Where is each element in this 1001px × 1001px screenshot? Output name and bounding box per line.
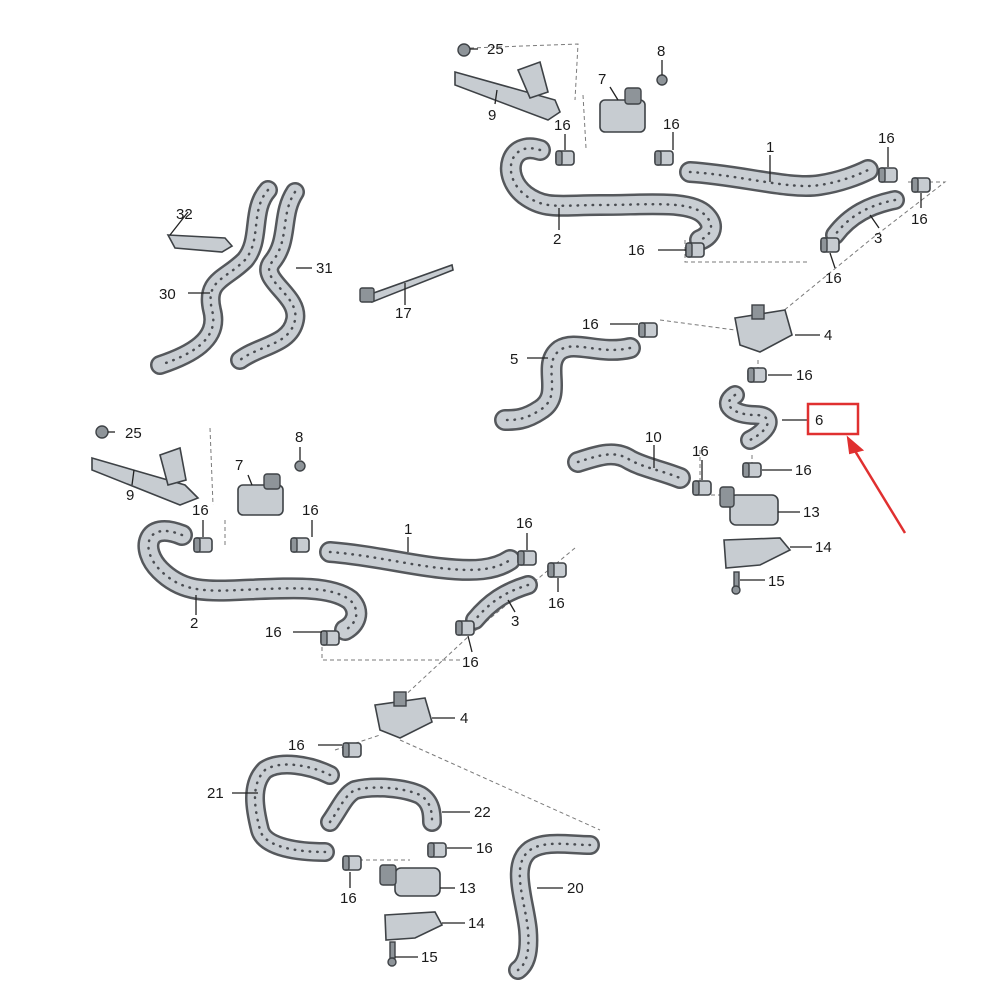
hose-20 — [508, 833, 600, 980]
label-4: 4 — [824, 327, 832, 344]
label-2: 2 — [553, 231, 561, 248]
cable-tie-17 — [359, 263, 454, 303]
label-16: 16 — [288, 737, 305, 754]
hose-1-lower — [319, 541, 521, 581]
label-5: 5 — [510, 351, 518, 368]
label-9: 9 — [126, 487, 134, 504]
parts — [91, 43, 793, 967]
label-7: 7 — [598, 71, 606, 88]
label-16: 16 — [878, 130, 895, 147]
hose-2-lower — [137, 520, 368, 641]
label-16: 16 — [692, 443, 709, 460]
highlight-arrow-head — [846, 435, 865, 455]
label-25: 25 — [487, 41, 504, 58]
hose-21 — [245, 754, 340, 862]
label-21: 21 — [207, 785, 224, 802]
label-16: 16 — [476, 840, 493, 857]
hose-2-upper — [499, 137, 722, 251]
label-16: 16 — [663, 116, 680, 133]
label-22: 22 — [474, 804, 491, 821]
label-1: 1 — [404, 521, 412, 538]
label-20: 20 — [567, 880, 584, 897]
leader-lines — [108, 48, 922, 958]
label-31: 31 — [316, 260, 333, 277]
bracket-14-lower — [384, 911, 444, 941]
label-25: 25 — [125, 425, 142, 442]
bracket-9-lower — [91, 425, 200, 506]
bolt-15-upper — [731, 571, 741, 595]
valve-7-upper — [599, 74, 668, 133]
hose-3-upper — [825, 190, 905, 245]
hose-1-upper — [679, 159, 879, 197]
highlight-box — [806, 402, 860, 436]
label-13: 13 — [803, 504, 820, 521]
label-9: 9 — [488, 107, 496, 124]
label-13: 13 — [459, 880, 476, 897]
pad-32 — [166, 234, 234, 253]
hose-30 — [150, 180, 278, 375]
label-16: 16 — [628, 242, 645, 259]
label-16: 16 — [192, 502, 209, 519]
label-3: 3 — [511, 613, 519, 630]
label-3: 3 — [874, 230, 882, 247]
label-2: 2 — [190, 615, 198, 632]
label-16: 16 — [825, 270, 842, 287]
valve-4-upper — [734, 304, 793, 353]
label-8: 8 — [295, 429, 303, 446]
label-4: 4 — [460, 710, 468, 727]
label-16: 16 — [340, 890, 357, 907]
bracket-14-upper — [723, 537, 792, 569]
label-16: 16 — [265, 624, 282, 641]
hose-3-lower — [465, 575, 538, 630]
label-32: 32 — [176, 206, 193, 223]
highlight-callout — [806, 402, 907, 534]
callout-labels: 25 8 7 9 16 16 1 16 16 2 16 3 16 32 31 3… — [125, 41, 928, 966]
label-8: 8 — [657, 43, 665, 60]
pump-13-lower — [379, 864, 441, 897]
label-16: 16 — [548, 595, 565, 612]
label-16: 16 — [582, 316, 599, 333]
label-16: 16 — [795, 462, 812, 479]
label-16: 16 — [302, 502, 319, 519]
label-14: 14 — [468, 915, 485, 932]
label-16: 16 — [796, 367, 813, 384]
valve-7-lower — [237, 460, 306, 516]
label-16: 16 — [554, 117, 571, 134]
label-6: 6 — [815, 412, 823, 429]
label-16: 16 — [516, 515, 533, 532]
bracket-9-upper — [454, 43, 561, 121]
hose-31 — [230, 182, 306, 370]
hose-22 — [320, 777, 442, 832]
valve-4-lower — [374, 691, 433, 739]
label-30: 30 — [159, 286, 176, 303]
label-14: 14 — [815, 539, 832, 556]
label-15: 15 — [421, 949, 438, 966]
hose-6 — [719, 385, 778, 450]
pump-13-upper — [719, 486, 779, 526]
label-1: 1 — [766, 139, 774, 156]
label-15: 15 — [768, 573, 785, 590]
highlight-arrow-shaft — [850, 445, 907, 534]
label-7: 7 — [235, 457, 243, 474]
hose-10 — [567, 443, 691, 489]
label-16: 16 — [911, 211, 928, 228]
label-10: 10 — [645, 429, 662, 446]
hose-5 — [494, 335, 641, 431]
hoses — [137, 137, 905, 980]
label-16: 16 — [462, 654, 479, 671]
label-17: 17 — [395, 305, 412, 322]
bolt-15-lower — [387, 941, 397, 967]
